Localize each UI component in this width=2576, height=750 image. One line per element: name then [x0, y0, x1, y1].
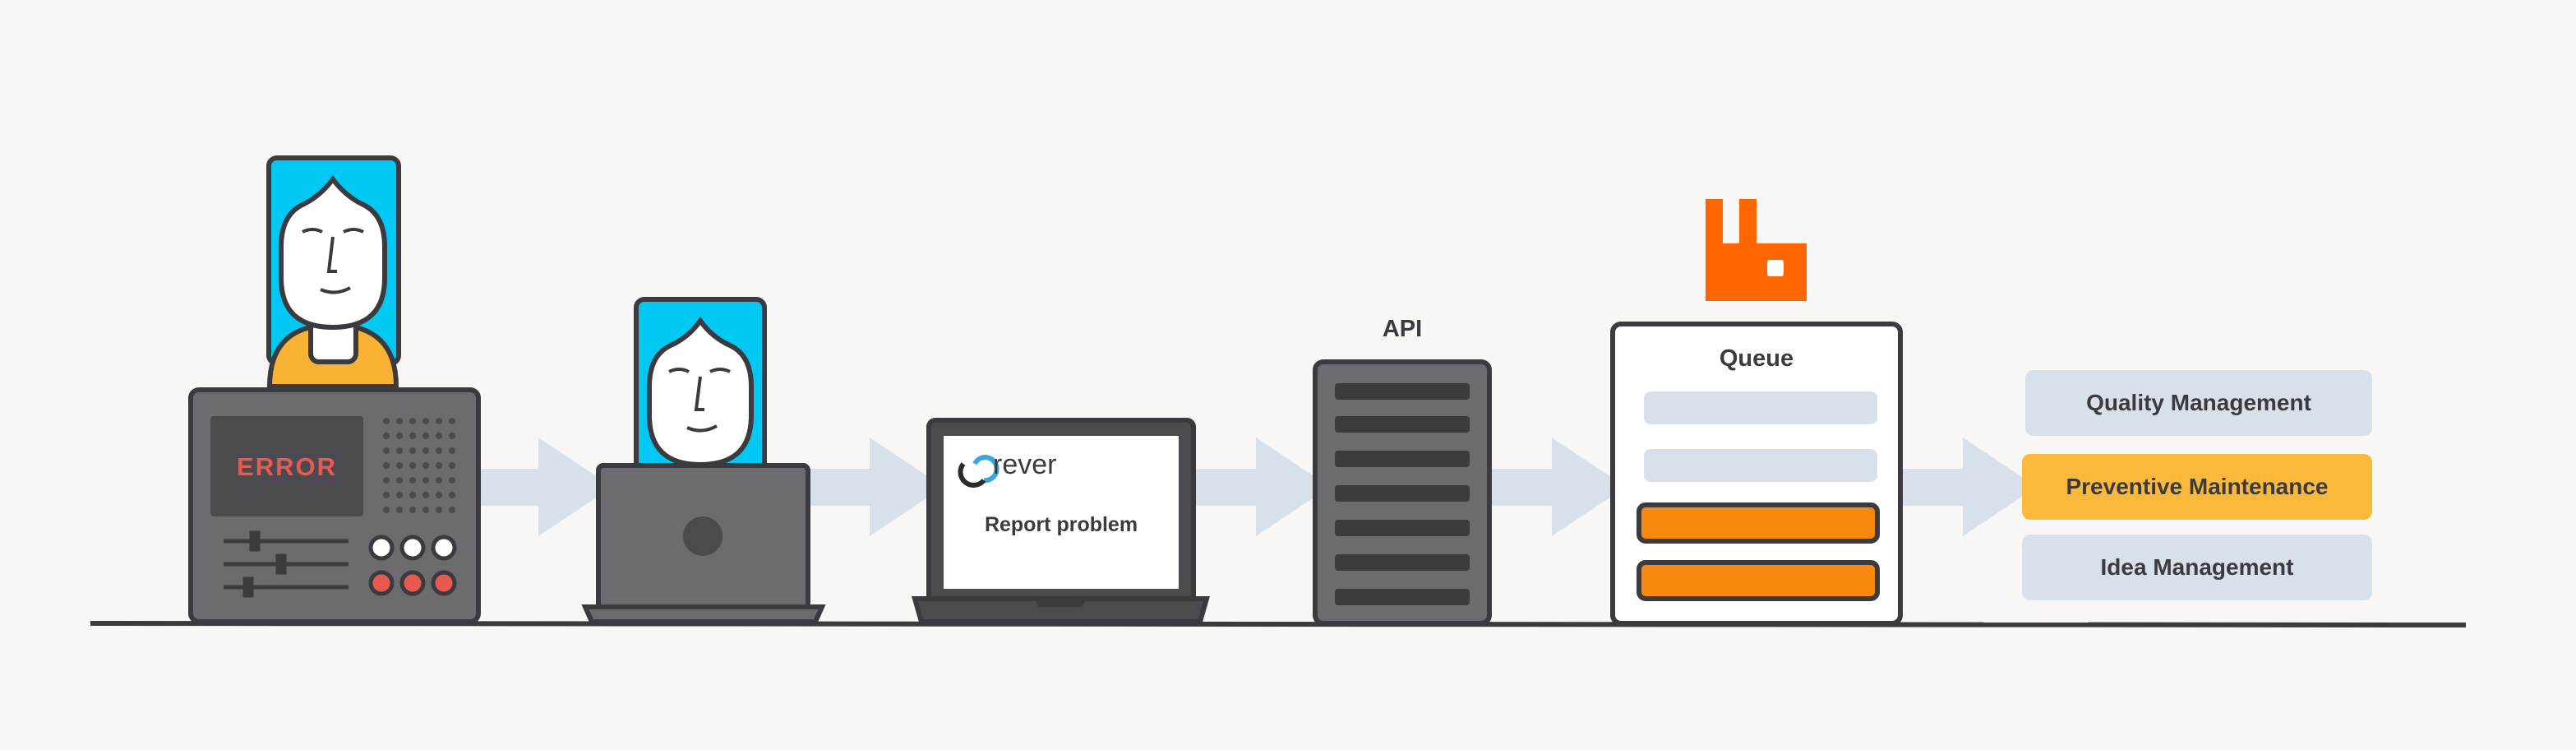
api-server: [1313, 359, 1492, 626]
category-idea-management: Idea Management: [2022, 535, 2372, 600]
queue-label: Queue: [1720, 345, 1794, 372]
reporter-avatar: [634, 297, 767, 475]
sliders: [224, 530, 349, 598]
ground-line: [90, 621, 2467, 627]
category-preventive-maintenance: Preventive Maintenance: [2022, 454, 2372, 520]
report-problem-text: Report problem: [985, 513, 1138, 536]
error-display-text: ERROR: [237, 452, 337, 481]
api-label: API: [1383, 316, 1422, 342]
rever-logo-icon: [958, 455, 999, 488]
control-buttons: [368, 535, 457, 596]
queue-box: [1610, 322, 1903, 626]
rever-brand-text: rever: [993, 449, 1056, 480]
flow-arrow-1: [481, 438, 612, 536]
machine: [188, 387, 481, 624]
flow-arrow-3: [1196, 438, 1330, 536]
flow-arrow-2: [810, 438, 944, 536]
speaker-grille: [383, 418, 455, 513]
flow-arrow-5: [1903, 438, 2037, 536]
laptop-back: [581, 463, 826, 624]
operator-avatar: [266, 155, 401, 389]
rabbitmq-icon: [1706, 199, 1807, 301]
category-quality-management: Quality Management: [2025, 370, 2372, 436]
flow-arrow-4: [1492, 438, 1626, 536]
